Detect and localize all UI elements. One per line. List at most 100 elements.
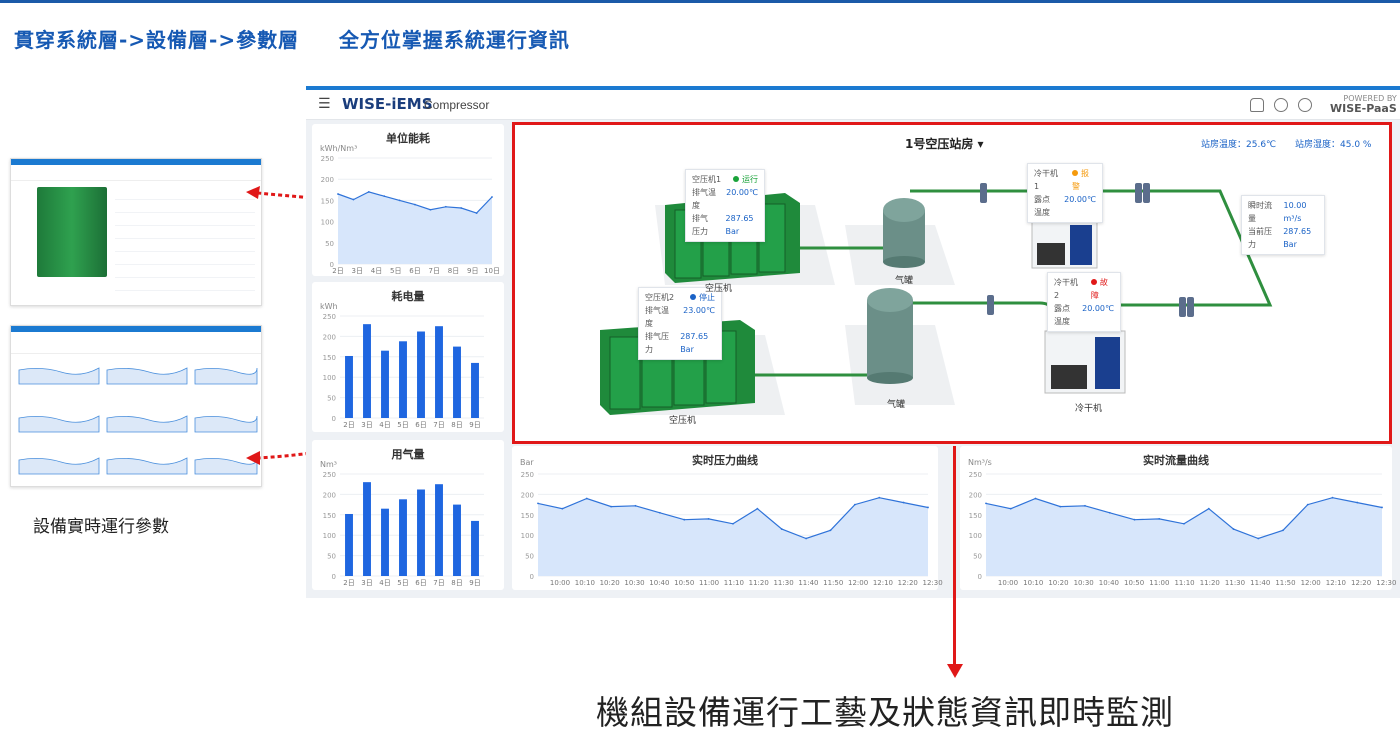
data-point[interactable] (1084, 504, 1086, 507)
data-point[interactable] (634, 504, 637, 507)
data-point[interactable] (1059, 505, 1062, 508)
x-tick-label: 9日 (469, 421, 480, 429)
data-point[interactable] (1183, 522, 1185, 525)
y-tick-label: 150 (321, 197, 334, 205)
x-tick-label: 10:20 (1048, 579, 1068, 587)
bar[interactable] (453, 346, 461, 418)
station-humidity: 站房湿度：45.0 % (1295, 140, 1372, 150)
data-point[interactable] (444, 205, 447, 208)
bar[interactable] (453, 504, 461, 576)
x-tick-label: 11:10 (724, 579, 744, 587)
bar[interactable] (399, 499, 407, 576)
data-point[interactable] (561, 507, 564, 510)
dryer2-name: 冷干机2 (1054, 278, 1078, 300)
bar[interactable] (363, 482, 371, 576)
data-point[interactable] (902, 501, 905, 504)
data-point[interactable] (537, 502, 539, 505)
top-divider (0, 0, 1400, 3)
device-detail-thumbnail[interactable] (10, 158, 262, 306)
bar[interactable] (471, 362, 479, 418)
data-point[interactable] (927, 506, 929, 509)
bar[interactable] (345, 513, 353, 576)
data-point[interactable] (337, 193, 339, 195)
bar[interactable] (435, 326, 443, 418)
data-point[interactable] (491, 196, 493, 198)
data-point[interactable] (658, 511, 661, 514)
data-point[interactable] (429, 208, 432, 211)
flow-title: 实时流量曲线 (1143, 454, 1209, 467)
y-tick-label: 200 (521, 491, 534, 499)
trend-thumbnail[interactable] (10, 325, 262, 487)
menu-icon[interactable]: ☰ (318, 96, 331, 112)
data-point[interactable] (1232, 528, 1235, 530)
data-point[interactable] (383, 195, 386, 198)
data-point[interactable] (683, 518, 686, 521)
y-tick-label: 150 (323, 354, 336, 362)
data-point[interactable] (460, 207, 463, 209)
data-point[interactable] (780, 528, 783, 530)
data-point[interactable] (1009, 507, 1012, 510)
data-point[interactable] (1207, 507, 1210, 510)
station-selector[interactable]: 1号空压站房 ▾ (905, 137, 984, 151)
data-point[interactable] (1282, 529, 1284, 532)
data-point[interactable] (398, 199, 401, 202)
data-point[interactable] (610, 505, 613, 508)
bar[interactable] (417, 331, 425, 418)
tank2-label: 气罐 (887, 400, 906, 410)
data-point[interactable] (853, 503, 856, 506)
data-point[interactable] (707, 517, 710, 520)
bar[interactable] (471, 520, 479, 576)
x-tick-label: 2日 (332, 267, 343, 275)
x-tick-label: 10:30 (624, 579, 644, 587)
data-point[interactable] (367, 191, 370, 193)
y-tick-label: 100 (321, 219, 334, 227)
x-tick-label: 10:10 (575, 579, 595, 587)
y-tick-label: 0 (330, 261, 334, 269)
data-point[interactable] (1331, 496, 1334, 499)
x-tick-label: 6日 (415, 579, 426, 587)
data-point[interactable] (878, 496, 881, 499)
bar[interactable] (435, 484, 443, 576)
data-point[interactable] (805, 537, 808, 540)
status-dot-icon (1090, 279, 1097, 285)
data-point[interactable] (985, 502, 987, 505)
data-point[interactable] (1133, 518, 1136, 521)
data-point[interactable] (732, 522, 734, 525)
gear-icon[interactable] (1274, 98, 1288, 112)
bar[interactable] (345, 355, 353, 418)
data-point[interactable] (829, 529, 832, 532)
x-tick-label: 12:30 (923, 579, 943, 587)
data-point[interactable] (1381, 506, 1383, 509)
data-point[interactable] (1034, 497, 1037, 500)
bell-icon[interactable] (1250, 98, 1264, 112)
data-point[interactable] (352, 198, 355, 201)
data-point[interactable] (756, 507, 759, 510)
bar[interactable] (363, 324, 371, 418)
bottom-caption: 機組設備運行工藝及狀態資訊即時監測 (596, 693, 1174, 732)
bar[interactable] (399, 341, 407, 418)
data-point[interactable] (1306, 503, 1309, 506)
bar[interactable] (417, 489, 425, 576)
bar[interactable] (381, 350, 389, 418)
data-point[interactable] (1356, 501, 1359, 504)
area-fill (538, 497, 928, 576)
data-point[interactable] (585, 497, 588, 500)
data-point[interactable] (1108, 511, 1111, 514)
y-tick-label: 200 (323, 333, 336, 341)
power-unit: kWh (320, 302, 338, 311)
data-point[interactable] (1158, 517, 1161, 520)
data-point[interactable] (1257, 537, 1260, 540)
data-point[interactable] (475, 212, 478, 215)
gas-unit: Nm³ (320, 460, 337, 469)
user-icon[interactable] (1298, 98, 1312, 112)
bar[interactable] (381, 508, 389, 576)
data-point[interactable] (414, 203, 416, 206)
x-tick-label: 10:50 (674, 579, 694, 587)
card-value: 287.65 Bar (725, 214, 754, 236)
